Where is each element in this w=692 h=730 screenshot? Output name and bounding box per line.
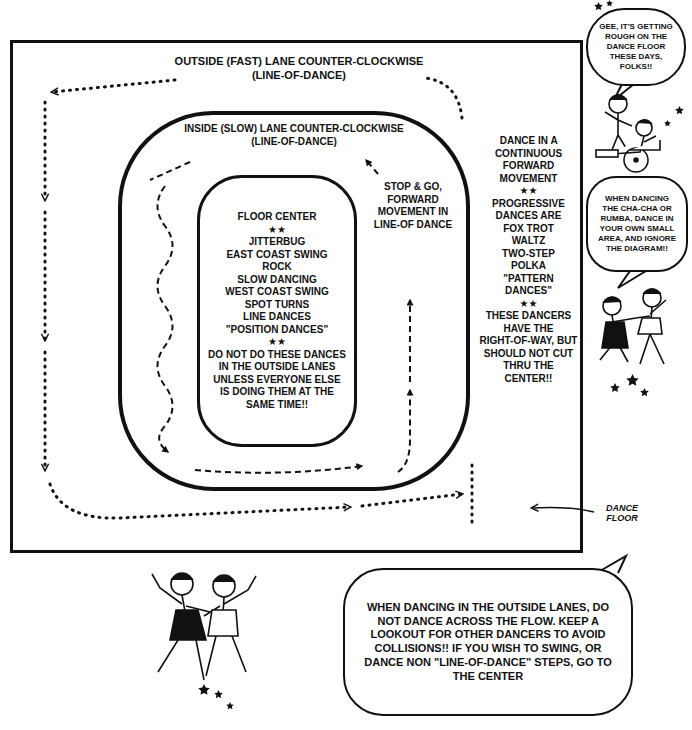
progressive-dance-list: WALTZ [479,235,578,248]
spot-dance-list: ★★ [208,336,346,349]
leader-arrow [532,508,594,513]
lane-heading: INSIDE (SLOW) LANE COUNTER-CLOCKWISE (LI… [178,123,410,148]
spot-dance-list: LINE DANCES [208,311,346,324]
spot-dance-list: WEST COAST SWING [208,286,346,299]
inside-lane-ring: FLOOR CENTER★★JITTERBUGEAST COAST SWINGR… [118,111,470,491]
bubble-text: WHEN DANCING THE CHA-CHA OR RUMBA, DANCE… [597,194,677,254]
lane-note: STOP & GO, FORWARD MOVEMENT IN LINE-OF D… [372,181,454,231]
dancing-couple-figure [600,289,666,364]
speech-bubble: WHEN DANCING THE CHA-CHA OR RUMBA, DANCE… [586,176,688,272]
spot-dance-list: DO NOT DO THESE DANCES IN THE OUTSIDE LA… [208,349,346,412]
inside-lane-arrows [150,160,410,473]
outside-lane-arrows [45,78,472,522]
progressive-dance-list: DANCE IN A CONTINUOUS FORWARD MOVEMENT [479,135,578,185]
floor-center: FLOOR CENTER★★JITTERBUGEAST COAST SWINGR… [197,175,357,447]
spot-dance-list: EAST COAST SWING [208,249,346,262]
lane-heading-group: INSIDE (SLOW) LANE COUNTER-CLOCKWISE (LI… [178,123,410,148]
progressive-dance-list: ★★ [479,298,578,311]
progressive-dance-list-group: DANCE IN A CONTINUOUS FORWARD MOVEMENT★★… [479,135,578,385]
wheelchair-couple-figure [596,95,660,172]
dance-floor: FLOOR CENTER★★JITTERBUGEAST COAST SWINGR… [10,40,583,553]
progressive-dance-list: THESE DANCERS HAVE THE RIGHT-OF-WAY, BUT… [479,310,578,385]
lane-note-group: STOP & GO, FORWARD MOVEMENT IN LINE-OF D… [372,181,454,231]
lane-heading-group: OUTSIDE (FAST) LANE COUNTER-CLOCKWISE (L… [139,55,459,83]
bubble-text: WHEN DANCING IN THE OUTSIDE LANES, DO NO… [363,601,613,684]
spot-dance-list: ★★ [208,224,346,237]
spot-dance-list: SPOT TURNS [208,299,346,312]
progressive-dance-list: FOX TROT [479,223,578,236]
bubble-text-group: GEE, IT'S GETTING ROUGH ON THE DANCE FLO… [597,22,675,72]
spot-dance-list: JITTERBUG [208,236,346,249]
progressive-dance-list: "PATTERN DANCES" [479,273,578,298]
progressive-dance-list: POLKA [479,260,578,273]
spot-dance-list: SLOW DANCING [208,274,346,287]
spot-dance-list: ROCK [208,261,346,274]
lane-heading: OUTSIDE (FAST) LANE COUNTER-CLOCKWISE (L… [139,55,459,83]
bubble-text: GEE, IT'S GETTING ROUGH ON THE DANCE FLO… [597,22,675,72]
progressive-dance-list: ★★ [479,185,578,198]
speech-bubble: WHEN DANCING IN THE OUTSIDE LANES, DO NO… [343,568,633,716]
spot-dance-list: FLOOR CENTER [208,211,346,224]
spot-dance-list: "POSITION DANCES" [208,324,346,337]
spot-dance-list-group: FLOOR CENTER★★JITTERBUGEAST COAST SWINGR… [208,211,346,411]
speech-bubble: GEE, IT'S GETTING ROUGH ON THE DANCE FLO… [586,8,686,86]
bubble-text-group: WHEN DANCING THE CHA-CHA OR RUMBA, DANCE… [597,194,677,254]
dance-floor-label: DANCE FLOOR [596,504,648,524]
progressive-dance-list: PROGRESSIVE DANCES ARE [479,198,578,223]
bubble-text-group: WHEN DANCING IN THE OUTSIDE LANES, DO NO… [363,601,613,684]
jitterbug-couple-figure [152,573,256,680]
progressive-dance-list: TWO-STEP [479,248,578,261]
